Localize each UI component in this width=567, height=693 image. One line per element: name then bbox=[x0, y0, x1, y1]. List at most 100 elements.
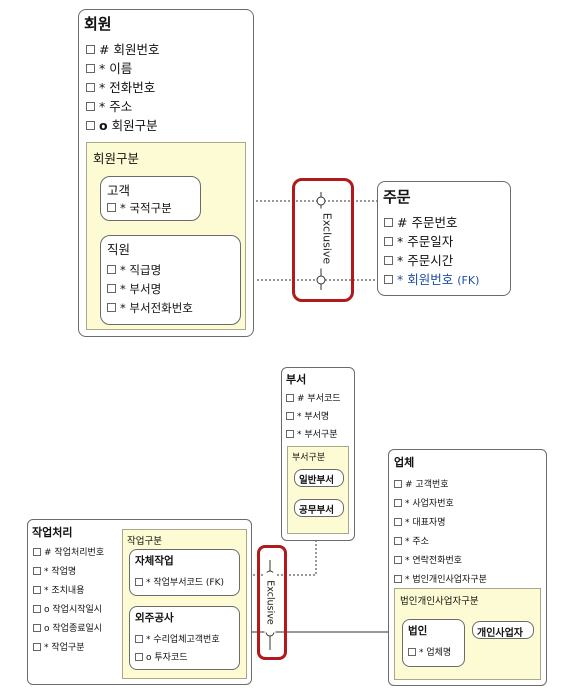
attr-row: * 조치내용 bbox=[33, 583, 85, 596]
attr-row: # 회원번호 bbox=[86, 39, 159, 58]
subtype-employee: 직원 * 직급명 * 부서명 * 부서전화번호 bbox=[100, 235, 241, 325]
checkbox-icon bbox=[394, 479, 402, 488]
subtype-title: 일반부서 bbox=[299, 475, 334, 486]
entity-company: 업체 # 고객번호 * 사업자번호 * 대표자명 * 주소 * 연락전화번호 *… bbox=[388, 449, 547, 686]
subtype-group-work: 작업구분 자체작업 * 작업부서코드 (FK) 외주공사 * 수리업체고객번호 … bbox=[122, 529, 247, 679]
subtype-outsource: 외주공사 * 수리업체고객번호 o 투자코드 bbox=[129, 606, 240, 670]
subtype-public-dept: 공무부서 bbox=[294, 499, 344, 517]
entity-title: 작업처리 bbox=[32, 526, 73, 539]
checkbox-icon bbox=[384, 275, 393, 284]
arc-dot-top-2 bbox=[316, 275, 326, 285]
exclusive-arc-highlight-top bbox=[292, 178, 354, 302]
attr-row: * 부서구분 bbox=[286, 427, 338, 440]
subtype-group-title: 부서구분 bbox=[292, 453, 326, 463]
exclusive-arc-label: Exclusive bbox=[320, 208, 334, 269]
subtype-group-member: 회원구분 고객 * 국적구분 직원 * 직급명 * 부서명 * 부서전화번호 bbox=[86, 142, 246, 330]
checkbox-icon bbox=[384, 256, 393, 265]
attr-row: o 작업시작일시 bbox=[33, 602, 102, 615]
entity-title: 업체 bbox=[394, 456, 415, 469]
checkbox-icon bbox=[107, 265, 116, 274]
attr-row: * 전화번호 bbox=[86, 77, 155, 96]
subtype-group-title: 작업구분 bbox=[127, 536, 162, 547]
checkbox-icon bbox=[33, 547, 41, 556]
checkbox-icon bbox=[286, 411, 294, 420]
entity-title: 주문 bbox=[383, 188, 411, 206]
arc-dot-top-1 bbox=[316, 196, 326, 206]
exclusive-arc-highlight-bottom bbox=[257, 545, 287, 660]
checkbox-icon bbox=[408, 647, 416, 656]
attr-row: # 주문번호 bbox=[384, 212, 457, 231]
attr-row: * 주소 bbox=[394, 534, 429, 547]
entity-order: 주문 # 주문번호 * 주문일자 * 주문시간 * 회원번호 (FK) bbox=[377, 181, 511, 296]
attr-row: o 회원구분 bbox=[86, 115, 158, 134]
checkbox-icon bbox=[286, 429, 294, 438]
checkbox-icon bbox=[33, 623, 41, 632]
entity-work: 작업처리 # 작업처리번호 * 작업명 * 조치내용 o 작업시작일시 o 작업… bbox=[27, 519, 252, 685]
attr-row: * 업체명 bbox=[408, 645, 451, 658]
attr-row: * 작업구분 bbox=[33, 640, 85, 653]
attr-row-fk: * 회원번호 (FK) bbox=[384, 269, 479, 288]
attr-row: * 부서명 bbox=[286, 409, 329, 422]
checkbox-icon bbox=[394, 517, 402, 526]
attr-row: * 대표자명 bbox=[394, 515, 446, 528]
attr-row: * 수리업체고객번호 bbox=[135, 632, 220, 645]
entity-title: 회원 bbox=[84, 15, 112, 33]
attr-row: * 사업자번호 bbox=[394, 496, 454, 509]
attr-row: * 작업명 bbox=[33, 564, 76, 577]
subtype-group-title: 회원구분 bbox=[93, 151, 140, 166]
attr-row: * 주소 bbox=[86, 96, 132, 115]
attr-row: * 작업부서코드 (FK) bbox=[135, 575, 224, 588]
subtype-title: 자체작업 bbox=[135, 555, 174, 567]
attr-row: * 국적구분 bbox=[107, 200, 172, 216]
checkbox-icon bbox=[394, 498, 402, 507]
attr-row: * 부서전화번호 bbox=[107, 300, 193, 316]
checkbox-icon bbox=[33, 642, 41, 651]
subtype-title: 개인사업자 bbox=[477, 628, 523, 639]
attr-row: * 직급명 bbox=[107, 262, 161, 278]
checkbox-icon bbox=[384, 218, 393, 227]
subtype-customer: 고객 * 국적구분 bbox=[100, 176, 201, 221]
subtype-title: 외주공사 bbox=[135, 612, 174, 624]
checkbox-icon bbox=[33, 604, 41, 613]
checkbox-icon bbox=[394, 574, 402, 583]
entity-title: 부서 bbox=[286, 373, 307, 386]
checkbox-icon bbox=[33, 566, 41, 575]
attr-row: # 작업처리번호 bbox=[33, 545, 104, 558]
attr-row: o 투자코드 bbox=[135, 650, 188, 663]
subtype-corp: 법인 * 업체명 bbox=[402, 619, 465, 667]
entity-member: 회원 # 회원번호 * 이름 * 전화번호 * 주소 o 회원구분 회원구분 고… bbox=[78, 9, 254, 337]
checkbox-icon bbox=[86, 83, 95, 92]
subtype-group-dept: 부서구분 일반부서 공무부서 bbox=[287, 446, 349, 534]
checkbox-icon bbox=[33, 585, 41, 594]
subtype-general-dept: 일반부서 bbox=[294, 469, 344, 487]
subtype-title: 직원 bbox=[107, 242, 131, 257]
subtype-self-work: 자체작업 * 작업부서코드 (FK) bbox=[129, 549, 240, 596]
checkbox-icon bbox=[286, 393, 294, 402]
attr-row: * 이름 bbox=[86, 58, 132, 77]
checkbox-icon bbox=[107, 303, 116, 312]
checkbox-icon bbox=[86, 102, 95, 111]
checkbox-icon bbox=[86, 45, 95, 54]
attr-row: * 연락전화번호 bbox=[394, 553, 462, 566]
attr-row: * 주문시간 bbox=[384, 250, 453, 269]
exclusive-arc-label: Exclusive bbox=[264, 572, 276, 633]
attr-row: # 고객번호 bbox=[394, 477, 449, 490]
checkbox-icon bbox=[135, 577, 143, 586]
checkbox-icon bbox=[394, 536, 402, 545]
attr-row: * 부서명 bbox=[107, 281, 161, 297]
checkbox-icon bbox=[384, 237, 393, 246]
checkbox-icon bbox=[107, 203, 116, 212]
checkbox-icon bbox=[135, 652, 143, 661]
checkbox-icon bbox=[86, 121, 95, 130]
subtype-title: 법인 bbox=[408, 625, 428, 637]
subtype-group-title: 법인개인사업자구분 bbox=[400, 596, 479, 607]
checkbox-icon bbox=[107, 284, 116, 293]
entity-dept: 부서 # 부서코드 * 부서명 * 부서구분 부서구분 일반부서 공무부서 bbox=[281, 367, 355, 541]
attr-row: o 작업종료일시 bbox=[33, 621, 102, 634]
attr-row: * 법인개인사업자구분 bbox=[394, 572, 487, 585]
checkbox-icon bbox=[135, 634, 143, 643]
attr-row: # 부서코드 bbox=[286, 391, 341, 404]
checkbox-icon bbox=[86, 64, 95, 73]
subtype-group-company: 법인개인사업자구분 법인 * 업체명 개인사업자 bbox=[394, 588, 541, 680]
attr-row: * 주문일자 bbox=[384, 231, 453, 250]
